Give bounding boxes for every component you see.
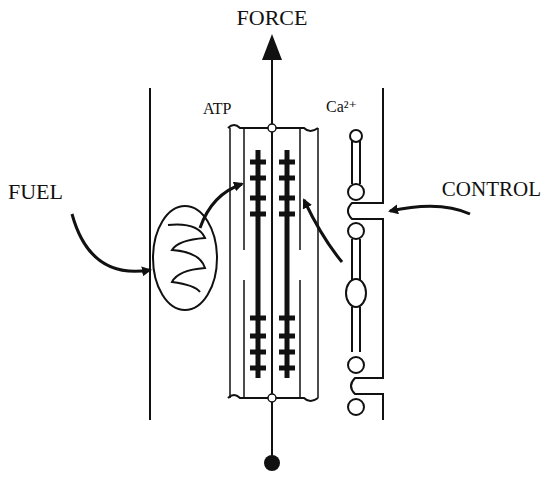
label-holder: CONTROL xyxy=(442,178,541,201)
thin-filament xyxy=(299,280,301,398)
flow-arrows xyxy=(72,184,470,271)
calcium-arrow xyxy=(304,200,342,262)
calcium-label: Ca²⁺ xyxy=(326,98,357,116)
label-holder: Ca²⁺ xyxy=(326,98,357,116)
force-axis xyxy=(262,34,282,471)
cristae xyxy=(168,225,205,292)
thick-filament xyxy=(256,150,261,378)
force-label: FORCE xyxy=(237,6,308,30)
atp-label: ATP xyxy=(203,100,231,118)
membrane-line xyxy=(149,88,151,420)
label-holder: FORCE xyxy=(237,6,308,30)
label-holder: ATP xyxy=(203,100,231,118)
label-holder: FUEL xyxy=(8,180,63,204)
thick-filament xyxy=(285,150,290,378)
thin-filament xyxy=(243,128,245,250)
sarcoplasmic-reticulum xyxy=(346,130,366,415)
control-label: CONTROL xyxy=(442,178,541,201)
mitochondrion xyxy=(153,206,217,310)
arrowhead xyxy=(262,34,282,60)
fuel-label: FUEL xyxy=(8,180,63,204)
t-tubule xyxy=(348,88,383,420)
fuel-arrow xyxy=(72,214,150,271)
z-line xyxy=(228,125,318,131)
cell-membrane xyxy=(150,88,383,420)
thin-filament xyxy=(243,280,245,398)
mitochondrion-outer xyxy=(153,206,217,310)
control-arrow xyxy=(390,206,470,214)
z-line xyxy=(228,395,318,401)
thin-filament xyxy=(299,128,301,250)
anchor-dot xyxy=(264,455,280,471)
atp-arrow xyxy=(200,184,242,228)
